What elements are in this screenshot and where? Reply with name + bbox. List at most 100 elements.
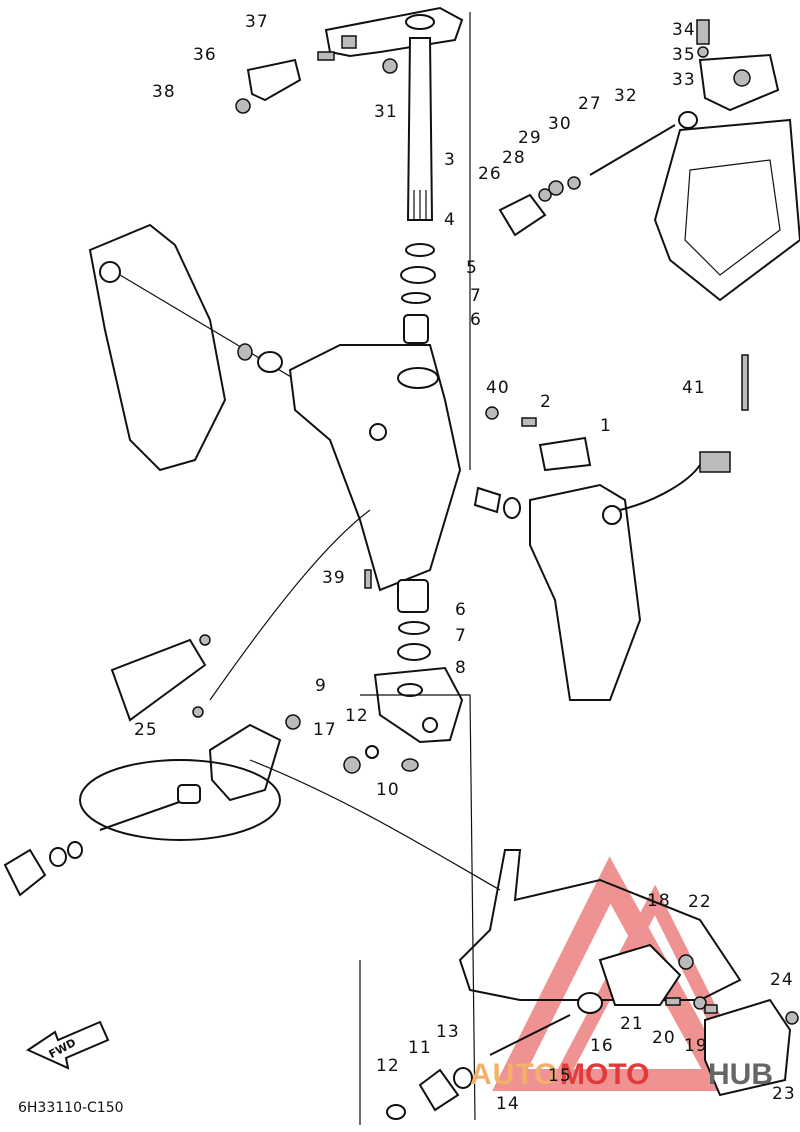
washer-28 [538,188,552,202]
lower-mount-bracket-18 [598,943,682,1006]
nut-31 [382,58,398,74]
mount-rubber-left [3,848,47,897]
callout-15: 15 [548,1066,572,1086]
o-ring-7-lower [398,621,430,635]
callout-8: 8 [455,658,467,678]
callout-23: 23 [772,1084,796,1104]
steering-shaft [406,37,434,221]
collar-32 [678,111,698,129]
bolt-34 [696,19,710,45]
screw-24 [785,1011,799,1025]
mount-housing-9 [373,666,464,744]
callout-38: 38 [152,82,176,102]
callout-10: 10 [376,780,400,800]
callout-14: 14 [496,1094,520,1114]
bushing-right [473,486,502,514]
callout-6-upper: 6 [470,310,482,330]
bolt-37 [317,51,335,61]
callout-12-lower: 12 [376,1056,400,1076]
callout-33: 33 [672,70,696,90]
shaft-27 [589,124,676,176]
washer-12-lower [386,1104,406,1120]
nut-30 [567,176,581,190]
cover-23 [704,998,792,1097]
clip-40 [485,406,499,420]
callout-5: 5 [466,258,478,278]
callout-4: 4 [444,210,456,230]
nut-17 [343,756,361,774]
callout-20: 20 [652,1028,676,1048]
callout-17: 17 [313,720,337,740]
callout-30: 30 [548,114,572,134]
callout-27: 27 [578,94,602,114]
engine-base-outline [653,118,800,302]
callout-34: 34 [672,20,696,40]
callout-7-lower: 7 [455,626,467,646]
callout-37: 37 [245,12,269,32]
callout-16: 16 [590,1036,614,1056]
nut-38 [235,98,251,114]
callout-18: 18 [647,891,671,911]
callout-40: 40 [486,378,510,398]
callout-35: 35 [672,45,696,65]
mount-cover [208,723,282,802]
callout-9: 9 [315,676,327,696]
watermark-text-moto: MOTO [560,1058,650,1091]
callout-28: 28 [502,148,526,168]
mount-rubber-11 [418,1068,460,1112]
lower-unit-outline [458,849,742,1001]
diagram-code: 6H33110-C150 [18,1100,124,1116]
callout-7-upper: 7 [470,286,482,306]
steering-arm [324,6,464,58]
callout-13: 13 [436,1022,460,1042]
callout-36: 36 [193,45,217,65]
bolt-long [99,799,186,831]
callout-22: 22 [688,892,712,912]
callout-29: 29 [518,128,542,148]
bushing-6-lower [397,579,429,613]
callout-6-lower: 6 [455,600,467,620]
plate-10 [401,758,419,772]
collar-16 [577,992,603,1014]
washer-35 [697,46,709,58]
callout-12-upper: 12 [345,706,369,726]
callout-24: 24 [770,970,794,990]
washer-29 [548,180,564,196]
callout-2: 2 [540,392,552,412]
nut-22 [678,954,694,970]
callout-39: 39 [322,568,346,588]
callout-3: 3 [444,150,456,170]
watermark-text-hub: HUB [708,1058,773,1091]
washer-4 [405,243,435,257]
washer-20 [693,996,707,1010]
connector [699,451,731,473]
callout-11: 11 [408,1038,432,1058]
screw-2 [521,417,537,427]
swivel-bracket [288,344,462,592]
callout-26: 26 [478,164,502,184]
fwd-arrow-icon [25,1020,110,1070]
seal-5 [400,266,436,284]
callout-25: 25 [134,720,158,740]
bolt-39 [364,569,372,589]
callout-32: 32 [614,86,638,106]
callout-1: 1 [600,416,612,436]
clamp-bracket-right [529,483,642,701]
bolt-15 [489,1014,571,1056]
upper-mount-33 [698,53,780,112]
callout-41: 41 [682,378,706,398]
clamp-bracket-left [88,223,227,472]
mount-plate-left [110,638,207,722]
bracket-36 [246,58,302,102]
washer-13 [453,1067,473,1089]
callout-31: 31 [374,102,398,122]
cable-tie-41 [741,354,749,411]
bushing-6-upper [403,314,429,344]
watermark-text-auto: AUTO [470,1058,559,1091]
mount-rubber-26 [498,193,547,237]
o-ring-7-upper [401,292,431,304]
bolt-19 [704,1004,718,1014]
callout-21: 21 [620,1014,644,1034]
seal-8 [397,643,431,661]
